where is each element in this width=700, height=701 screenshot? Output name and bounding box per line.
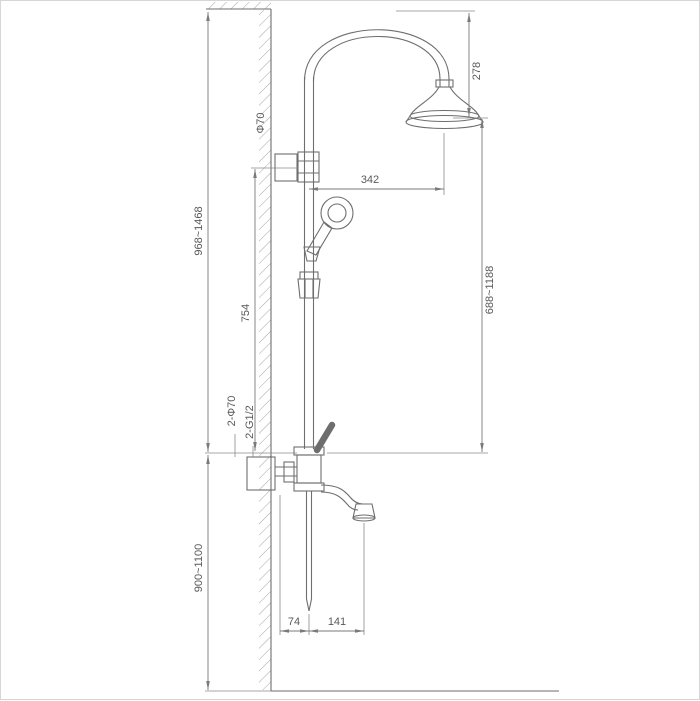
label-offset-74: 74: [288, 616, 300, 628]
wall-bracket: [274, 151, 320, 183]
dimension-labels: Φ70 968~1468 754 278 342 688~1188 2-Φ70 …: [193, 62, 496, 628]
label-offset-141: 141: [328, 616, 346, 628]
drop-pipe: [305, 491, 313, 612]
label-head-height: 278: [471, 62, 483, 80]
valve-wall-flange: [283, 461, 295, 483]
label-inlets-thread: 2-G1/2: [244, 405, 256, 439]
head-connector-nut: [435, 79, 454, 88]
concealed-wall-box: [246, 456, 276, 491]
label-head-to-mixer-range: 688~1188: [484, 266, 496, 314]
label-total-height-range: 968~1468: [193, 206, 205, 255]
hand-shower: [303, 196, 354, 262]
spout-outlet-rim: [352, 514, 376, 522]
wall-section: [206, 2, 272, 691]
valve-bottom-nut: [293, 482, 325, 492]
hand-shower-face: [320, 196, 354, 230]
label-escutcheon-dia: Φ70: [255, 112, 267, 133]
hand-shower-handle: [306, 221, 333, 256]
bracket-wall-plate: [274, 153, 298, 182]
overhead-shower-head: [405, 79, 484, 130]
hand-shower-holder: [303, 246, 321, 262]
gooseneck-arc: [303, 29, 450, 82]
mixer-valve: [246, 421, 336, 492]
riser-pipe: [303, 77, 315, 449]
extension-lines: [205, 10, 488, 692]
ceiling-hatching: [206, 2, 271, 9]
lever-handle: [313, 421, 336, 454]
wall-hatching: [259, 10, 271, 690]
label-mixer-height-range: 900~1100: [193, 544, 205, 592]
valve-body: [296, 454, 322, 484]
label-inlets-dia: 2-Φ70: [226, 396, 238, 427]
head-bell-right: [449, 86, 480, 117]
coupling-flange: [299, 271, 319, 280]
bracket-slider: [297, 151, 320, 183]
coupling-nut: [297, 278, 321, 299]
label-bracket-to-mixer: 754: [240, 304, 252, 322]
tub-spout: [320, 484, 376, 522]
pipe-coupling: [297, 271, 321, 299]
label-arm-projection: 342: [361, 174, 379, 186]
hand-shower-inner: [327, 203, 347, 223]
dimension-lines: [206, 12, 484, 690]
head-bell-left: [409, 86, 440, 117]
